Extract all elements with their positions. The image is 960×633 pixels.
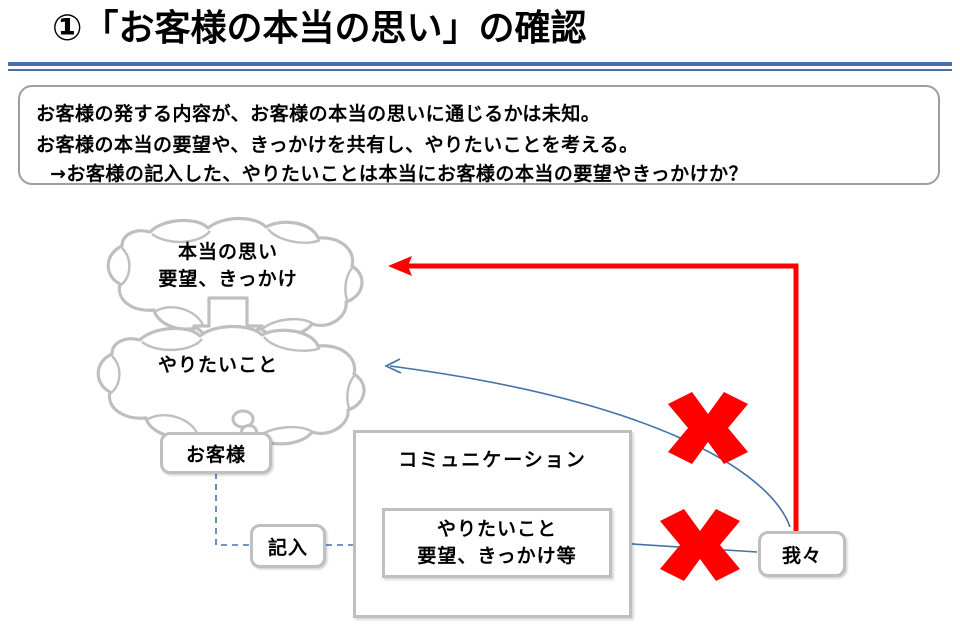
- entry-box[interactable]: 記入: [250, 524, 326, 568]
- page-title: ①「お客様の本当の思い」の確認: [52, 8, 587, 49]
- cloud-true-feelings-label: 本当の思い 要望、きっかけ: [108, 239, 348, 293]
- written-content-line1: やりたいこと: [436, 518, 557, 540]
- communication-box-label: コミュニケーション: [398, 449, 587, 471]
- written-content-line2: 要望、きっかけ等: [417, 545, 577, 567]
- cloud-want-to-do-line1: やりたいこと: [157, 354, 278, 376]
- x-mark-upper-icon: [668, 392, 748, 464]
- cloud-want-to-do: [96, 324, 366, 448]
- statement-line-3: →お客様の記入した、やりたいことは本当にお客様の本当の要望やきっかけか？: [50, 163, 749, 185]
- cloud-true-feelings-line1: 本当の思い: [177, 241, 278, 263]
- blue-arrow-to-written-content: [613, 535, 758, 553]
- title-divider-thin: [8, 69, 952, 71]
- cloud-want-to-do-label: やりたいこと: [98, 352, 338, 379]
- statement-line-1: お客様の発する内容が、お客様の本当の思いに通じるかは未知。: [36, 103, 601, 125]
- statement-box: お客様の発する内容が、お客様の本当の思いに通じるかは未知。 お客様の本当の要望や…: [18, 85, 940, 185]
- written-content-box[interactable]: やりたいこと 要望、きっかけ等: [382, 508, 612, 578]
- us-box[interactable]: 我々: [758, 531, 846, 577]
- statement-line-2: お客様の本当の要望や、きっかけを共有し、やりたいことを考える。: [36, 134, 639, 156]
- title-divider-thick: [8, 62, 952, 66]
- cloud-true-feelings-line2: 要望、きっかけ: [158, 268, 298, 290]
- x-mark-lower-icon: [660, 509, 740, 581]
- customer-box[interactable]: お客様: [160, 432, 272, 474]
- down-block-arrow: [192, 296, 264, 354]
